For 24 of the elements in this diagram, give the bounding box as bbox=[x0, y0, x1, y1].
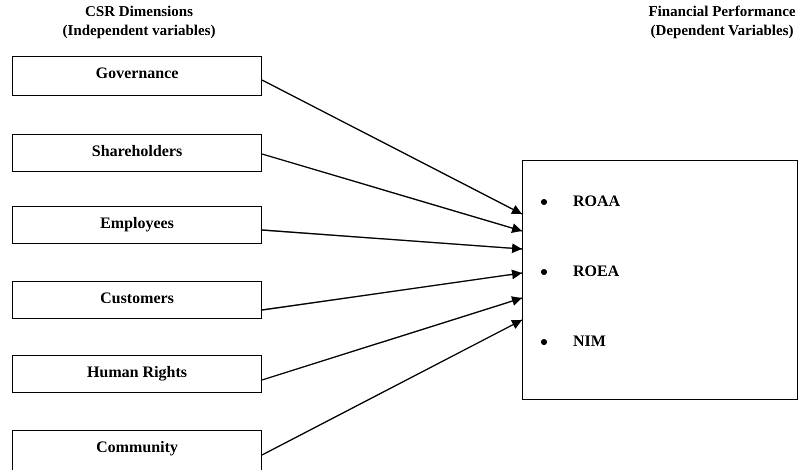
variable-label: Community bbox=[95, 439, 179, 457]
arrow bbox=[262, 79, 522, 215]
variable-box bbox=[12, 355, 262, 393]
variable-label: Customers bbox=[99, 290, 175, 308]
metric-label: ROEA bbox=[573, 263, 620, 281]
arrow bbox=[262, 319, 522, 456]
metric-label: NIM bbox=[573, 333, 606, 351]
variable-label: Shareholders bbox=[90, 143, 184, 161]
arrow bbox=[262, 296, 522, 381]
column-heading: Financial Performance (Dependent Variables) bbox=[647, 3, 797, 41]
variable-label: Human Rights bbox=[86, 364, 188, 382]
variable-box bbox=[12, 430, 262, 470]
column-heading: CSR Dimensions (Independent variables) bbox=[62, 3, 216, 41]
arrow bbox=[262, 153, 522, 233]
variable-label: Governance bbox=[94, 65, 180, 83]
arrow bbox=[262, 229, 522, 254]
variable-box bbox=[12, 281, 262, 319]
variable-box bbox=[12, 206, 262, 244]
variable-box bbox=[12, 134, 262, 172]
variable-box bbox=[12, 56, 262, 96]
arrow bbox=[262, 269, 522, 311]
outcome-box bbox=[522, 160, 798, 400]
metric-label: ROAA bbox=[573, 193, 620, 211]
variable-label: Employees bbox=[99, 215, 175, 233]
